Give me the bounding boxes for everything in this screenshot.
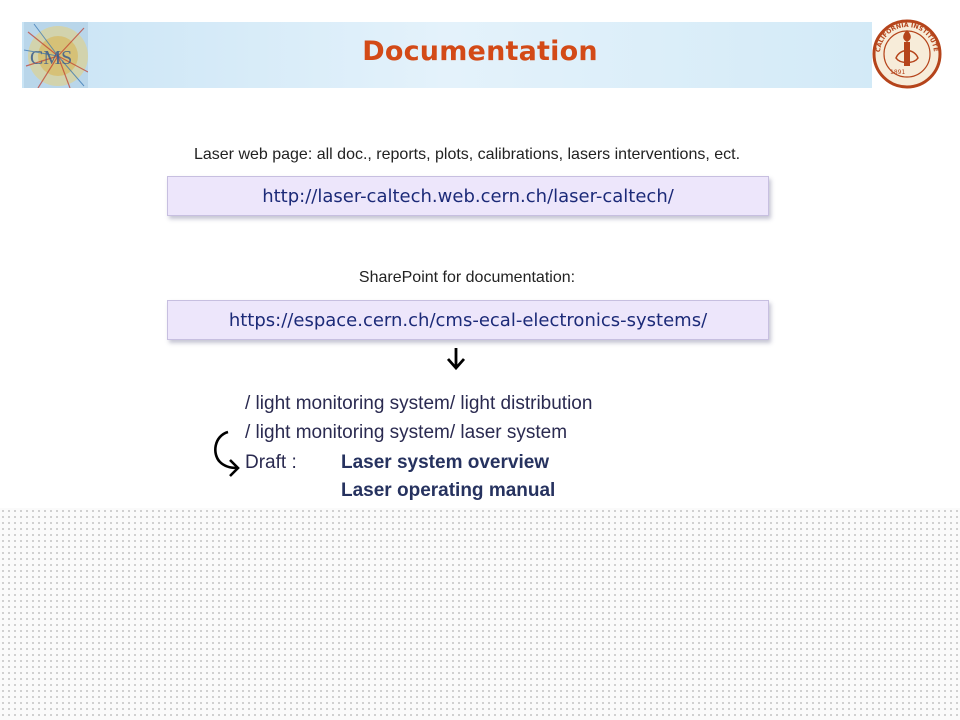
sharepoint-caption: SharePoint for documentation: [358, 269, 576, 286]
dotted-background-pattern [0, 508, 960, 720]
svg-text:1891: 1891 [890, 69, 905, 76]
path-light-distribution: / light monitoring system/ light distrib… [245, 393, 593, 414]
path-laser-system: / light monitoring system/ laser system [245, 422, 568, 443]
laser-web-page-link[interactable]: http://laser-caltech.web.cern.ch/laser-c… [167, 176, 769, 216]
down-arrow-icon [446, 348, 466, 371]
svg-text:CMS: CMS [30, 47, 72, 69]
cms-logo: CMS [24, 22, 88, 88]
header-banner [22, 22, 872, 88]
laser-web-page-caption: Laser web page: all doc., reports, plots… [193, 146, 741, 163]
caltech-seal-logo: CALIFORNIA INSTITUTE OF TECHNOLOGY 1891 [872, 18, 942, 89]
laser-operating-manual-link[interactable]: Laser operating manual [341, 480, 556, 501]
draft-label: Draft : [245, 452, 297, 473]
sharepoint-link[interactable]: https://espace.cern.ch/cms-ecal-electron… [167, 300, 769, 340]
curved-arrow-icon [214, 430, 240, 477]
laser-system-overview-link[interactable]: Laser system overview [341, 452, 550, 473]
draft-row: Draft : [245, 452, 341, 474]
page-title: Documentation [362, 36, 598, 67]
